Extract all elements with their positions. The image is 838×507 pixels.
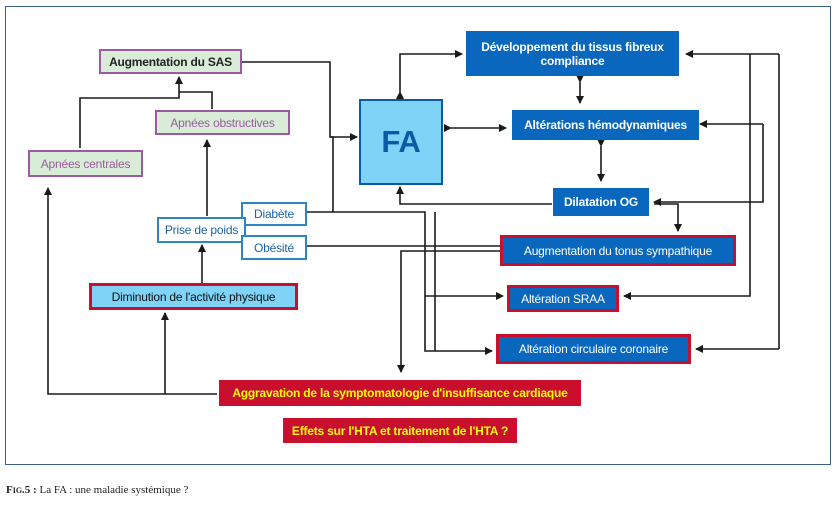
diabete-label: Diabète (254, 207, 294, 221)
arrow-fa-tissus (396, 50, 463, 99)
prise-de-poids-box: Prise de poids (157, 217, 246, 243)
augmentation-sas-box: Augmentation du SAS (99, 49, 242, 74)
apnees-centrales-label: Apnées centrales (40, 156, 131, 171)
alterations-hemodynamiques-label: Altérations hémodynamiques (524, 118, 687, 132)
sraa-box: Altération SRAA (507, 285, 619, 312)
apnees-centrales-box: Apnées centrales (28, 150, 143, 177)
arrow-sas-to-fa (242, 61, 358, 141)
insuffisance-cardiaque-label: Aggravation de la symptomatologie d'insu… (232, 386, 568, 400)
arrow-hub-to-circulaire (424, 246, 493, 355)
sraa-label: Altération SRAA (521, 291, 605, 306)
caption-text: La FA : une maladie systémique ? (39, 484, 189, 496)
caption-label: Fig.5 : (6, 484, 37, 496)
dilatation-og-label: Dilatation OG (563, 195, 639, 209)
arrow-dilatation-to-tonus (654, 203, 682, 232)
arrow-dilatation-to-fa (396, 186, 552, 205)
arrow-apnees-centrales-to-sas (79, 76, 183, 148)
fa-box: FA (359, 99, 443, 185)
tissus-fibreux-label-line1: Développement du tissus fibreux (481, 39, 664, 54)
circulaire-coronaire-label: Altération circulaire coronaire (518, 342, 669, 356)
prise-de-poids-label: Prise de poids (164, 223, 239, 237)
line-sas-hub (330, 136, 334, 212)
tonus-sympathique-box: Augmentation du tonus sympathique (500, 235, 736, 266)
arrow-bus-dilatation (653, 124, 764, 206)
tissus-fibreux-label-line2: compliance (540, 53, 605, 68)
diabete-box: Diabète (241, 202, 307, 226)
obesite-box: Obésité (241, 235, 307, 260)
insuffisance-cardiaque-box: Aggravation de la symptomatologie d'insu… (219, 380, 581, 406)
activite-physique-box: Diminution de l'activité physique (89, 283, 298, 310)
circulaire-coronaire-box: Altération circulaire coronaire (496, 334, 691, 364)
hta-label: Effets sur l'HTA et traitement de l'HTA … (291, 423, 509, 438)
arrow-ic-to-apnees-centrales (44, 187, 217, 395)
apnees-obstructives-box: Apnées obstructives (155, 110, 290, 135)
obesite-label: Obésité (254, 240, 294, 255)
alterations-hemodynamiques-box: Altérations hémodynamiques (512, 110, 699, 140)
apnees-obstructives-label: Apnées obstructives (170, 115, 275, 130)
line-tonus-down (397, 250, 500, 373)
tonus-sympathique-label: Augmentation du tonus sympathique (523, 243, 713, 258)
arrow-apnees-obstructives-to-sas (179, 91, 213, 109)
hta-box: Effets sur l'HTA et traitement de l'HTA … (283, 418, 517, 443)
tissus-fibreux-box: Développement du tissus fibreux complian… (466, 31, 679, 76)
activite-physique-label: Diminution de l'activité physique (111, 289, 276, 304)
dilatation-og-box: Dilatation OG (553, 188, 649, 216)
fa-label: FA (381, 124, 421, 159)
augmentation-sas-label: Augmentation du SAS (109, 54, 232, 69)
arrow-bus-sraa (623, 54, 751, 300)
figure-caption: Fig.5 : La FA : une maladie systémique ? (6, 484, 188, 496)
line-diabete (306, 211, 426, 246)
